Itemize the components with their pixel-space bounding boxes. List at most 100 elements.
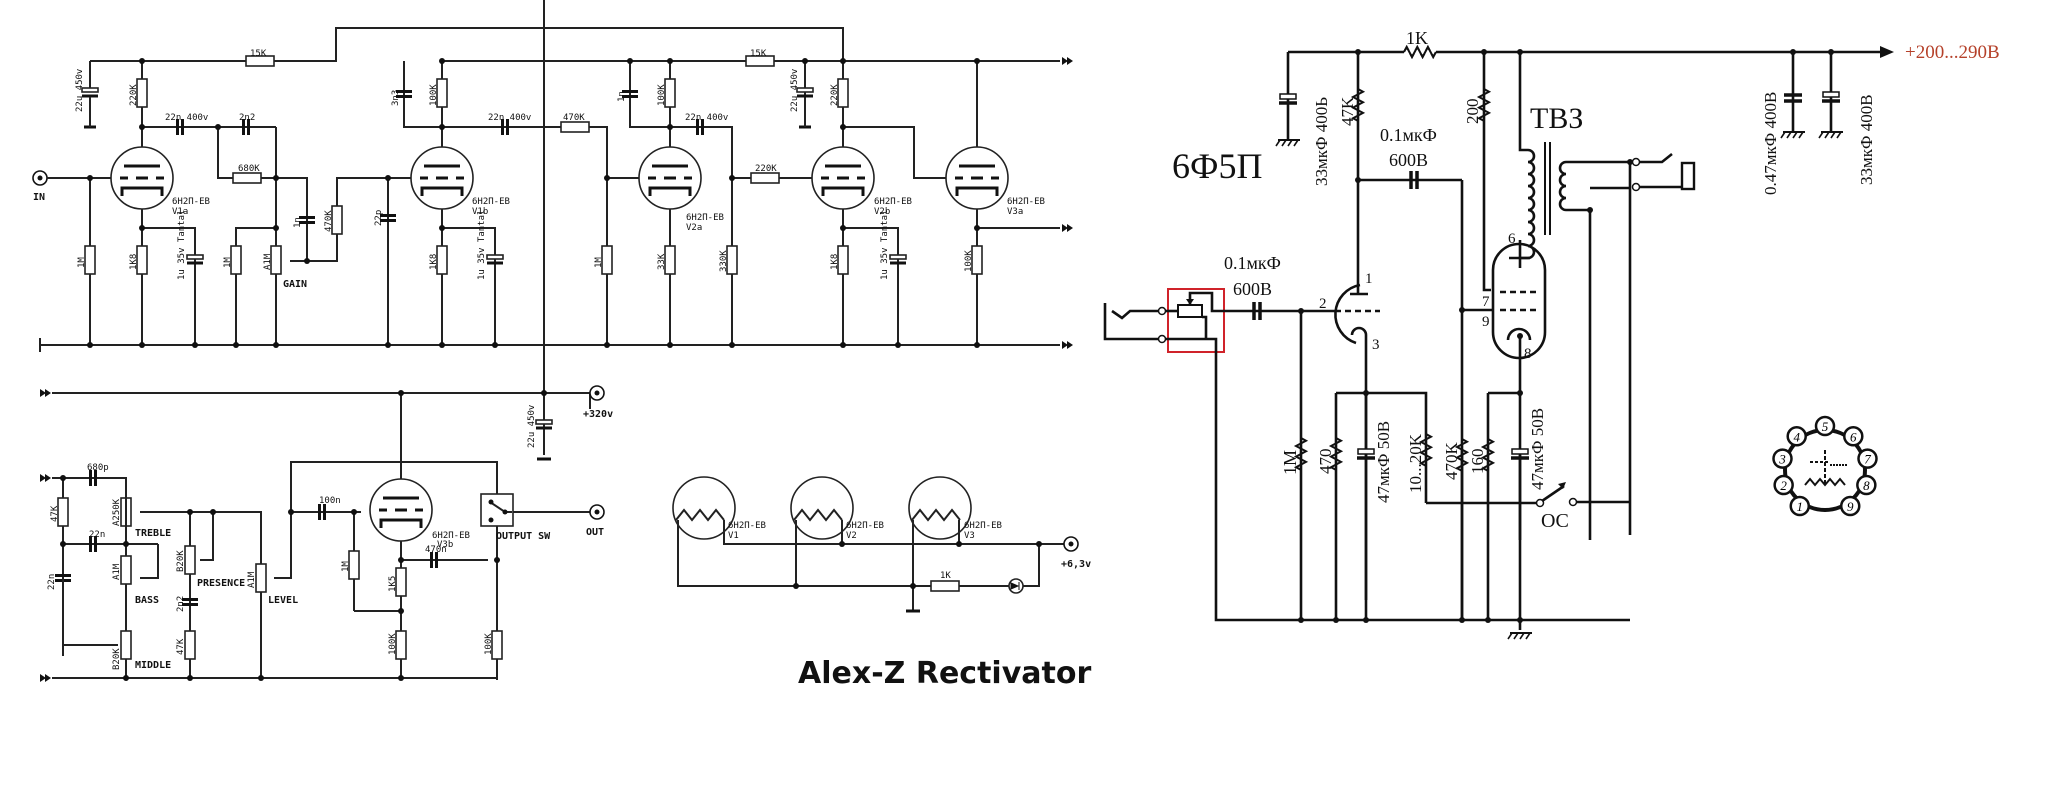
- supply-voltage-label: +200...290В: [1905, 42, 2000, 63]
- pinout-pin-number: 8: [1863, 478, 1870, 493]
- transformer-label: ТВЗ: [1530, 102, 1583, 135]
- power-amp-schematic: 1 2 3 6 7 8 9 6Ф5П ТВЗ +200...290В 1K 33…: [1103, 28, 2000, 640]
- schematic-title: Alex-Z Rectivator: [798, 656, 1091, 691]
- cap-voltage-label: 600В: [1389, 150, 1428, 170]
- pot-label: A1M: [247, 571, 257, 588]
- resistor-label: 470K: [563, 113, 585, 123]
- level-label: LEVEL: [268, 595, 298, 606]
- resistor-label: 47K: [50, 505, 60, 522]
- resistor-label: 200: [1463, 99, 1482, 125]
- gain-label: GAIN: [283, 279, 307, 290]
- bass-label: BASS: [135, 595, 159, 606]
- cap-label: 33мкФ 400В: [1857, 94, 1876, 185]
- heater-supply-label: +6,3v: [1061, 559, 1091, 570]
- tube-label: 6Ф5П: [1172, 146, 1262, 186]
- resistor-label: 160: [1468, 449, 1487, 475]
- pin-number: 3: [1372, 337, 1380, 353]
- resistor-label: 470: [1316, 449, 1335, 475]
- resistor-label: 1M: [594, 257, 604, 268]
- cap-label: 2n2: [176, 596, 186, 612]
- pot-label: A1M: [112, 563, 122, 580]
- cap-label: 22u 450v: [527, 405, 537, 448]
- cap-label: 47мкФ 50В: [1528, 408, 1547, 490]
- cap-label: 22n 400v: [488, 113, 531, 123]
- cap-label: 22u 450v: [790, 69, 800, 112]
- tube-type-label: 6H2П-EB: [728, 521, 766, 531]
- resistor-label: 470K: [324, 210, 334, 232]
- pin-number: 2: [1319, 296, 1327, 312]
- tube-type-label: 6H2П-EB: [874, 197, 912, 207]
- resistor-label: 1K8: [129, 254, 139, 270]
- pinout-pin: [1786, 426, 1807, 447]
- pinout-pin: [1773, 474, 1794, 496]
- tube-type-label: 6H2П-EB: [846, 521, 884, 531]
- cap-voltage-label: 600В: [1233, 279, 1272, 299]
- resistor-label: 1M: [1280, 450, 1300, 475]
- tube-ref-label: V3a: [1007, 207, 1023, 217]
- cap-value-label: 0.1мкФ: [1224, 253, 1281, 273]
- heater-schematic: 6H2П-EB V1 6H2П-EB V2 6H2П-EB V3 1K +6,3…: [672, 476, 1091, 691]
- resistor-label: 680K: [238, 164, 260, 174]
- resistor-label: 220K: [830, 84, 840, 106]
- resistor-label: 10...20K: [1406, 433, 1425, 493]
- pinout-pin: [1789, 495, 1811, 517]
- pinout-pin: [1772, 448, 1793, 469]
- resistor-label: 220K: [755, 164, 777, 174]
- cap-label: 1u 35v Tantal: [477, 210, 487, 280]
- tube-ref-label: V2a: [686, 223, 702, 233]
- cap-label: 100n: [319, 496, 341, 506]
- tube-ref-label: V3b: [437, 540, 453, 550]
- tube-ref-label: V1: [728, 531, 739, 541]
- cap-label: 22u 450v: [75, 69, 85, 112]
- pinout-pin-number: 1: [1797, 499, 1804, 514]
- cap-label: 22p: [374, 210, 384, 226]
- cap-label: 1u 35v Tantal: [880, 210, 890, 280]
- pinout-pin: [1814, 415, 1836, 437]
- cap-label: 1n: [293, 217, 303, 228]
- pin-number: 6: [1508, 231, 1516, 247]
- pot-label: B20K: [176, 550, 186, 572]
- pot-label: A250K: [112, 498, 122, 526]
- tube-ref-label: V1a: [172, 207, 188, 217]
- tube-type-label: 6H2П-EB: [432, 531, 470, 541]
- tube-type-label: 6H2П-EB: [472, 197, 510, 207]
- resistor-label: 1K5: [388, 576, 398, 592]
- supply-label: +320v: [583, 409, 613, 420]
- pinout-pin-number: 7: [1864, 452, 1871, 467]
- tube-ref-label: V2: [846, 531, 857, 541]
- resistor-label: 1M: [341, 561, 351, 572]
- cap-label: 0.47мкФ 400В: [1761, 92, 1780, 195]
- resistor-label: 100K: [657, 84, 667, 106]
- tube-type-label: 6H2П-EB: [172, 197, 210, 207]
- presence-label: PRESENCE: [197, 578, 245, 589]
- tube-ref-label: V3: [964, 531, 975, 541]
- pin-number: 8: [1524, 346, 1532, 362]
- cap-label: 1u 35v Tantal: [177, 210, 187, 280]
- tube-ref-label: V2b: [874, 207, 890, 217]
- cap-label: 680p: [87, 463, 109, 473]
- cap-label: 47мкФ 50В: [1374, 421, 1393, 503]
- pinout-pin-number: 5: [1822, 419, 1829, 434]
- tube-type-label: 6H2П-EB: [964, 521, 1002, 531]
- output-label: OUT: [586, 527, 604, 538]
- resistor-label: 100K: [484, 633, 494, 655]
- resistor-label: 100K: [429, 84, 439, 106]
- tonestack-schematic: 680p 47K 22n 22n A250K TREBLE A1M BASS B…: [40, 0, 613, 682]
- pinout-pin-number: 9: [1847, 499, 1854, 514]
- cap-label: 22n 400v: [165, 113, 208, 123]
- tube-type-label: 6H2П-EB: [1007, 197, 1045, 207]
- resistor-label: 1K: [940, 571, 951, 581]
- resistor-label: 33K: [657, 253, 667, 270]
- resistor-label: 15K: [750, 49, 767, 59]
- pinout-pin: [1839, 495, 1861, 517]
- pot-label: B20K: [112, 648, 122, 670]
- resistor-label: 1K8: [429, 254, 439, 270]
- cap-label: 2n2: [239, 113, 255, 123]
- cap-label: 1n: [617, 91, 627, 102]
- preamp-schematic: IN 15K 15K 22u 450v 22u 450v 220K 100K 1…: [32, 27, 1073, 352]
- pinout-pin-number: 4: [1793, 429, 1800, 444]
- resistor-label: 47K: [176, 638, 186, 655]
- resistor-label: 1M: [77, 257, 87, 268]
